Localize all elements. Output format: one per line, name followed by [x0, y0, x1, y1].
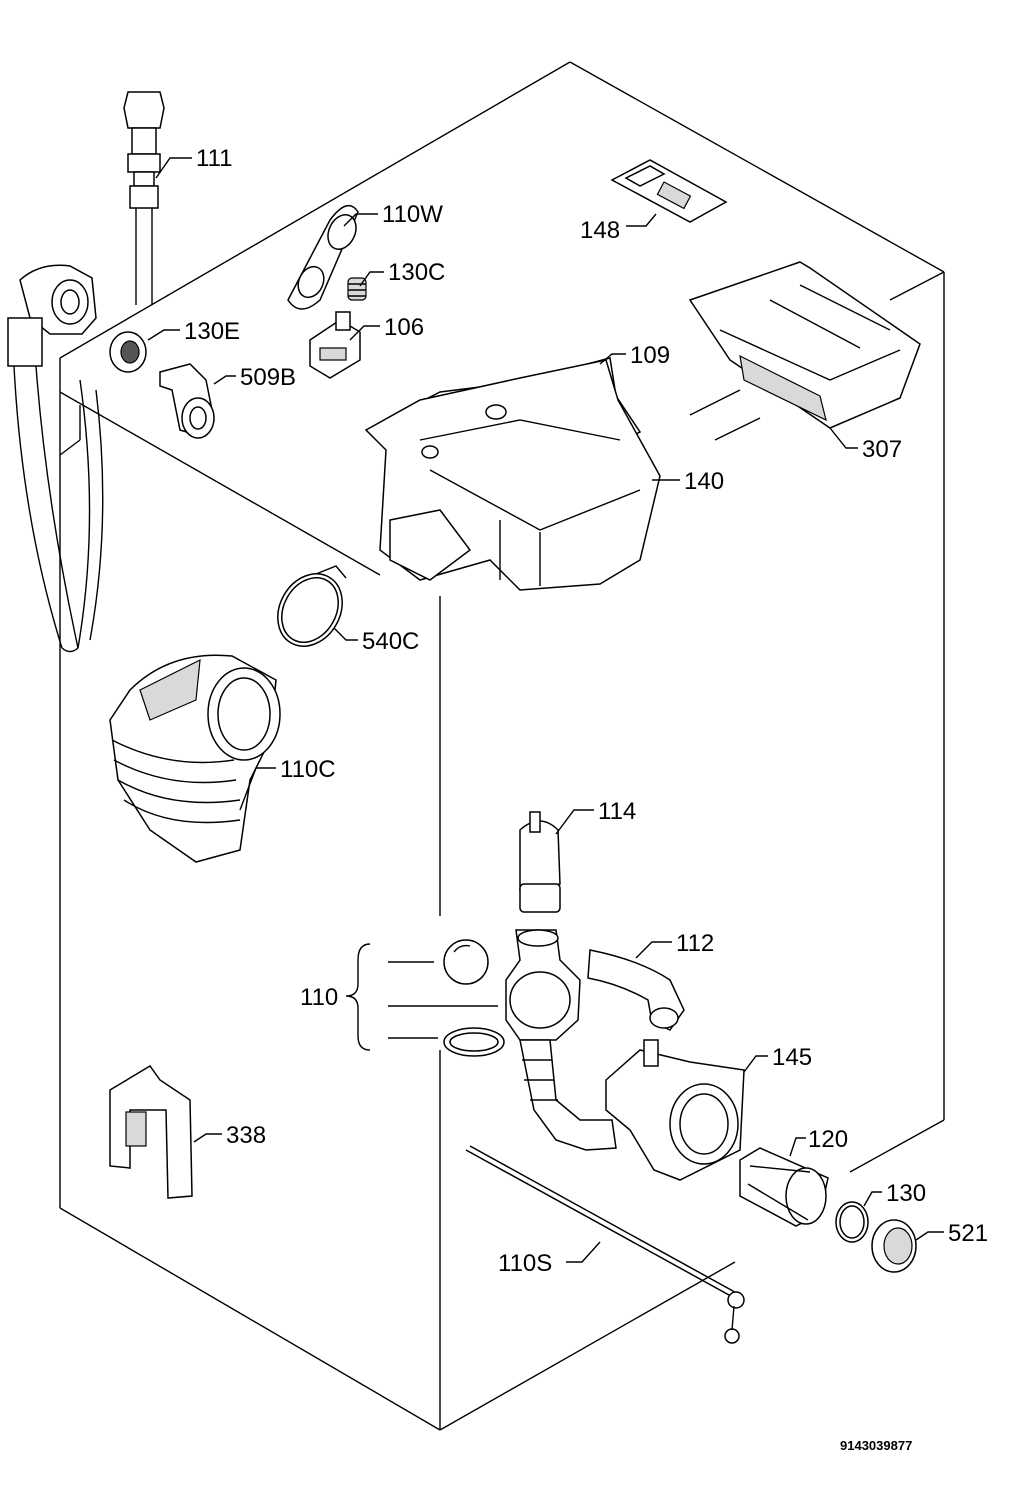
cap-521-part	[871, 1219, 917, 1273]
rod-110s-part	[465, 1145, 745, 1344]
hose-110w-part	[287, 204, 359, 310]
clamp-540c-part	[277, 565, 347, 647]
filter-120-part	[739, 1147, 829, 1227]
label-338: 338	[226, 1122, 266, 1149]
o-ring-130-part	[835, 1201, 869, 1243]
label-148: 148	[580, 217, 620, 244]
label-114: 114	[598, 798, 636, 825]
label-145: 145	[772, 1044, 812, 1071]
valve-106-part	[309, 311, 361, 379]
bellows-110c-part	[109, 654, 281, 863]
label-140: 140	[684, 468, 724, 495]
dispenser-housing-140-part	[364, 359, 661, 591]
inlet-hose-part	[123, 91, 165, 305]
part-labels: 111 110W 148 130C 106 130E 509B 109 307 …	[184, 145, 988, 1277]
label-110s: 110S	[498, 1250, 552, 1277]
leader-lines	[147, 157, 944, 1263]
label-106: 106	[384, 314, 424, 341]
label-112: 112	[676, 930, 714, 957]
pump-hose-part	[519, 1039, 617, 1151]
elbow-509b-part	[159, 363, 215, 439]
label-120: 120	[808, 1126, 848, 1153]
chamber-114-part	[519, 811, 561, 913]
cap-148-part	[610, 159, 728, 223]
pump-housing-145-part	[605, 1039, 745, 1181]
cabinet-outline	[59, 61, 945, 1431]
label-130e: 130E	[184, 318, 240, 345]
hose-112-part	[587, 949, 685, 1031]
label-130: 130	[886, 1180, 926, 1207]
label-509b: 509B	[240, 364, 296, 391]
label-110: 110	[300, 984, 338, 1011]
document-code: 9143039877	[840, 1438, 912, 1453]
grommet-130e-part	[109, 331, 147, 373]
drawer-307-part	[688, 261, 921, 429]
label-521: 521	[948, 1220, 988, 1247]
label-130c: 130C	[388, 259, 445, 286]
drain-hose-part	[7, 264, 104, 653]
label-540c: 540C	[362, 628, 419, 655]
label-307: 307	[862, 436, 902, 463]
pump-group-110-parts	[443, 929, 581, 1057]
label-109: 109	[630, 342, 670, 369]
hose-guide-338-part	[109, 1065, 193, 1199]
label-110w: 110W	[382, 201, 443, 228]
label-110c: 110C	[280, 756, 336, 783]
label-111: 111	[196, 145, 232, 172]
